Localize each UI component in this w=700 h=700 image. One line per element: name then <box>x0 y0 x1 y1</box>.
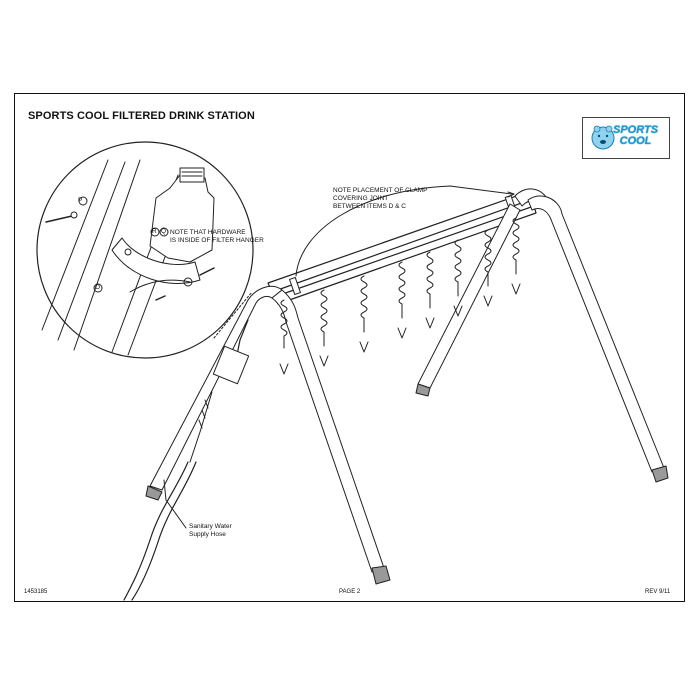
hose-note-line-1: Sanitary Water <box>189 523 232 530</box>
callout-o: O <box>95 284 101 291</box>
page-title: SPORTS COOL FILTERED DRINK STATION <box>28 110 255 122</box>
revision-date: REV 9/11 <box>645 589 671 595</box>
clamp-note-line-1: NOTE PLACEMENT OF CLAMP <box>333 187 428 194</box>
callout-p: P <box>78 197 83 204</box>
hardware-note: NOTE THAT HARDWARE IS INSIDE OF FILTER H… <box>170 229 264 245</box>
sports-cool-logo: SPORTS COOL <box>582 117 670 159</box>
drawing-border <box>14 93 685 602</box>
spring-7 <box>483 229 493 307</box>
filter-and-hose <box>123 319 250 601</box>
spring-1 <box>279 299 289 375</box>
spring-4 <box>397 261 407 339</box>
bear-mascot-icon <box>584 119 668 157</box>
spring-5 <box>425 251 435 329</box>
page-number: PAGE 2 <box>339 589 361 595</box>
clamp-note-line-3: BETWEEN ITEMS D & C <box>333 203 406 210</box>
logo-line-2: COOL <box>619 135 652 147</box>
detail-circle <box>36 141 254 359</box>
spring-3 <box>359 275 369 353</box>
spring-8 <box>511 217 521 295</box>
logo-line-1: SPORTS <box>613 124 659 136</box>
clamp-note: NOTE PLACEMENT OF CLAMP COVERING JOINT B… <box>333 187 428 211</box>
hose-note-leader <box>163 479 187 529</box>
callout-r: R <box>152 228 157 235</box>
hose-note-line-2: Supply Hose <box>189 531 226 538</box>
front-left-leg <box>145 285 391 585</box>
callout-q: Q <box>161 228 167 235</box>
clamp-note-line-2: COVERING JOINT <box>333 195 389 202</box>
spring-6 <box>453 239 463 317</box>
part-number: 1453185 <box>24 589 48 595</box>
hardware-note-line-1: NOTE THAT HARDWARE <box>170 229 246 236</box>
clamp-note-leader <box>295 185 513 277</box>
logo-wordmark: SPORTS COOL <box>613 125 658 147</box>
rear-frame <box>415 195 669 483</box>
cup-springs <box>279 217 521 375</box>
hose-note: Sanitary Water Supply Hose <box>189 523 232 539</box>
hardware-note-line-2: IS INSIDE OF FILTER HANGER <box>170 237 264 244</box>
spring-2 <box>319 289 329 367</box>
